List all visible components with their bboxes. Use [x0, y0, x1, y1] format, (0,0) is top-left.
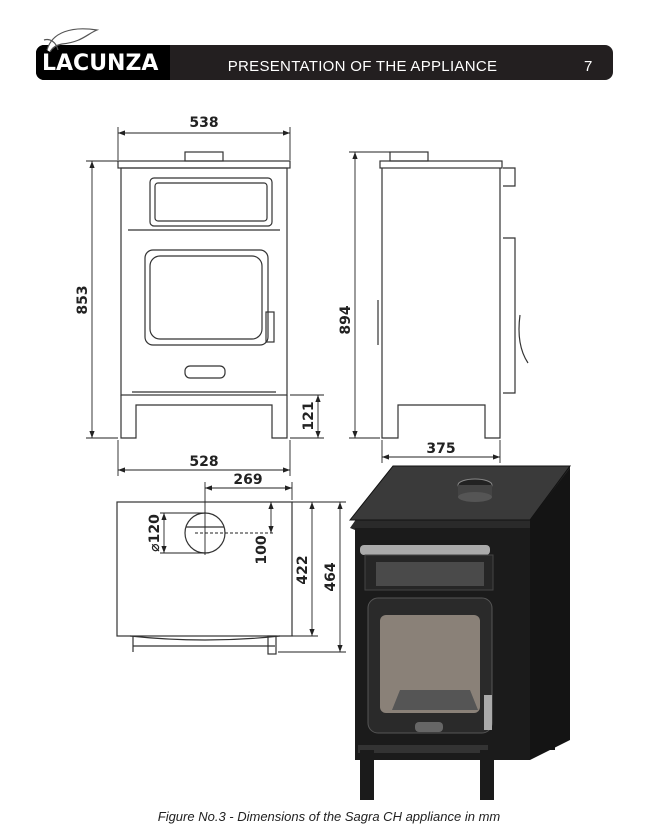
- stove-3d-render: [348, 465, 571, 800]
- dim-side-depth: 375: [426, 441, 455, 457]
- page-number: 7: [584, 58, 593, 75]
- dim-flue-offset: 269: [233, 472, 262, 488]
- leaf-logo-icon: [43, 28, 100, 52]
- logo-text: LACUNZA: [42, 51, 159, 76]
- dim-flue-diameter: ⌀120: [147, 514, 163, 552]
- dim-front-width-base: 528: [189, 454, 218, 470]
- front-view: [117, 151, 291, 439]
- dim-leg-height: 121: [301, 401, 317, 430]
- dim-side-height: 894: [338, 305, 354, 334]
- dim-front-width-top: 538: [189, 115, 218, 131]
- top-view: [116, 501, 293, 655]
- side-view: [377, 151, 529, 439]
- dim-top-depth-total: 464: [323, 562, 339, 591]
- page-title: PRESENTATION OF THE APPLIANCE: [227, 58, 498, 75]
- logo-box: [36, 45, 170, 80]
- dim-front-height: 853: [75, 285, 91, 314]
- dim-flue-depth: 100: [254, 535, 270, 564]
- figure-caption: Figure No.3 - Dimensions of the Sagra CH…: [157, 809, 501, 824]
- dim-top-depth: 422: [295, 555, 311, 584]
